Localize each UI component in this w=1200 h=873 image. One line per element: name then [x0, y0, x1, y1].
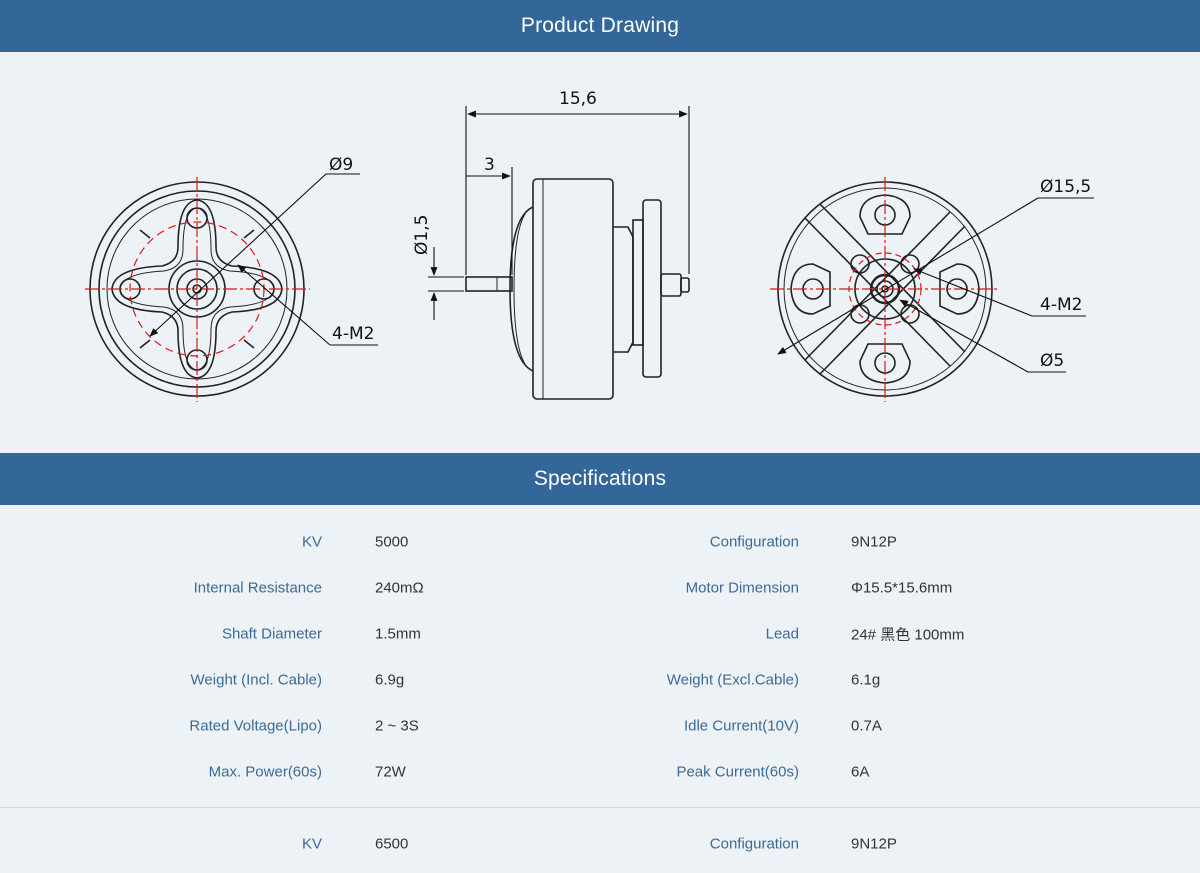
spec-label: Motor Dimension [685, 579, 799, 597]
specifications-table: KV 5000 Configuration 9N12P Internal Res… [0, 505, 1200, 873]
spec-value: 24# 黑色 100mm [851, 626, 965, 644]
dim-4m2-right: 4-M2 [1040, 295, 1082, 315]
dim-d15-5: Ø15,5 [1040, 177, 1091, 197]
spec-label: Weight (Excl.Cable) [666, 671, 799, 689]
spec-value: 240mΩ [375, 579, 424, 597]
spec-label: Weight (Incl. Cable) [190, 671, 322, 689]
spec-label: Max. Power(60s) [208, 763, 322, 781]
spec-value: 9N12P [851, 835, 897, 853]
spec-value: Φ15.5*15.6mm [851, 579, 953, 597]
spec-label: Peak Current(60s) [676, 763, 799, 781]
spec-label: Shaft Diameter [221, 625, 322, 643]
spec-row: KV 6500 Configuration 9N12P [0, 821, 1200, 867]
spec-value: 6.1g [851, 671, 881, 689]
spec-group-divider [0, 807, 1200, 808]
spec-label: Rated Voltage(Lipo) [189, 717, 322, 735]
dim-shaft-diameter: Ø1,5 [412, 215, 432, 255]
product-drawing-title: Product Drawing [520, 14, 680, 37]
spec-value: 0.7A [851, 717, 882, 735]
dim-shaft-extension: 3 [484, 155, 495, 175]
product-drawing-header: Product Drawing [0, 0, 1200, 52]
spec-value: 6.9g [375, 671, 405, 689]
spec-row: Shaft Diameter 1.5mm Lead 24# 黑色 100mm [0, 611, 1200, 657]
spec-value: 6500 [375, 835, 409, 853]
spec-row: Rated Voltage(Lipo) 2 ~ 3S Idle Current(… [0, 703, 1200, 749]
left-view-centerlines [85, 177, 310, 402]
spec-label: KV [301, 835, 322, 853]
spec-label: Configuration [709, 835, 799, 853]
spec-value: 72W [375, 763, 406, 781]
spec-row: Max. Power(60s) 72W Peak Current(60s) 6A [0, 749, 1200, 795]
spec-row: Internal Resistance 240mΩ Motor Dimensio… [0, 565, 1200, 611]
spec-label: Lead [765, 625, 799, 643]
spec-label: Configuration [709, 533, 799, 551]
dim-total-length: 15,6 [559, 89, 597, 109]
spec-row: Weight (Incl. Cable) 6.9g Weight (Excl.C… [0, 657, 1200, 703]
dim-4m2-left: 4-M2 [332, 324, 374, 344]
side-view-dimensions [428, 106, 690, 320]
product-drawing: Ø9 4-M2 [0, 52, 1200, 453]
specifications-header: Specifications [0, 453, 1200, 505]
side-view [465, 178, 690, 400]
specifications-title: Specifications [533, 467, 667, 490]
spec-value: 6A [851, 763, 870, 781]
dim-d9: Ø9 [329, 155, 353, 175]
spec-row: KV 5000 Configuration 9N12P [0, 519, 1200, 565]
spec-value: 9N12P [851, 533, 897, 551]
spec-value: 2 ~ 3S [375, 717, 419, 735]
motor-drawing-svg: Ø9 4-M2 [85, 89, 1094, 402]
dim-d5: Ø5 [1040, 351, 1064, 371]
spec-label: Internal Resistance [193, 579, 322, 597]
spec-value: 5000 [375, 533, 409, 551]
right-view-dimensions [777, 197, 1094, 373]
right-view-centerlines [770, 177, 1000, 402]
spec-label: Idle Current(10V) [683, 717, 799, 735]
left-view-dimensions [149, 173, 378, 346]
spec-label: KV [301, 533, 322, 551]
spec-value: 1.5mm [375, 625, 421, 643]
